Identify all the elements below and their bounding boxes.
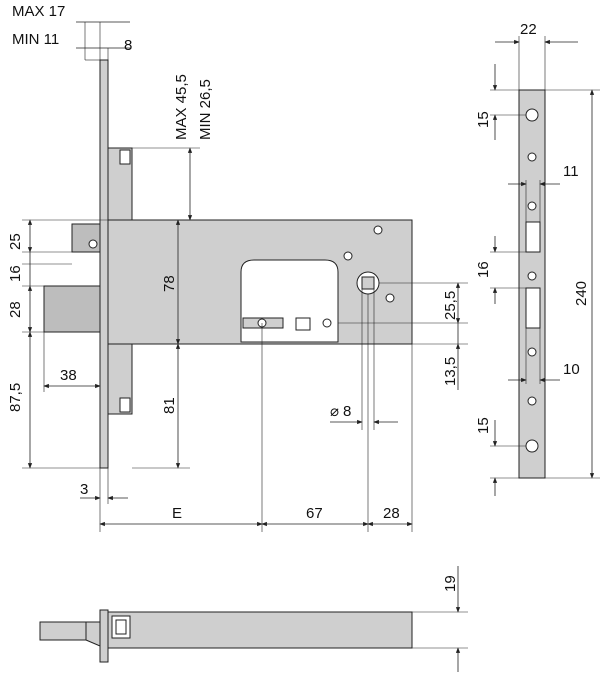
cylinder-recess: [240, 259, 339, 343]
strike-hole-2: [527, 201, 537, 211]
label-min-door: MIN 26,5: [197, 79, 214, 140]
label-strike-hole-bottom: 15: [475, 417, 492, 434]
strike-plate: [518, 89, 546, 479]
strike-hole-1: [527, 152, 537, 162]
strike-labels: 22 11 10 240 15 16 15: [475, 21, 590, 434]
strike-dimensions: [490, 36, 600, 496]
top-view-body: [107, 611, 413, 649]
label-faceplate-gap: 8: [124, 37, 132, 54]
lock-front-view: [43, 59, 413, 469]
label-lower-offset: 87,5: [7, 383, 24, 412]
cam-slot: [295, 317, 311, 331]
label-max-backset: MAX 17: [12, 3, 65, 20]
label-body-upper: 78: [161, 275, 178, 292]
screw-hole-top: [343, 251, 353, 261]
dead-bolt: [43, 285, 101, 333]
label-upper-latch: 25: [7, 233, 24, 250]
diameter-symbol: ⌀: [330, 403, 339, 420]
label-case-depth: 19: [442, 575, 459, 592]
label-face-thickness: 3: [80, 481, 88, 498]
label-bolt-height: 28: [7, 301, 24, 318]
strike-bolt-slot: [525, 287, 541, 329]
label-strike-height: 240: [573, 281, 590, 306]
label-strike-hole-top: 15: [475, 111, 492, 128]
label-strike-slot-lower: 10: [563, 361, 580, 378]
label-latch-height: 16: [7, 265, 24, 282]
label-bolt-throw: 38: [60, 367, 77, 384]
strike-hole-5: [527, 396, 537, 406]
top-view-hook: [115, 619, 127, 635]
label-strike-width: 22: [520, 21, 537, 38]
top-view-faceplate: [99, 609, 109, 663]
faceplate: [99, 59, 109, 469]
label-body-lower: 81: [161, 397, 178, 414]
label-cylinder-to-edge: 28: [383, 505, 400, 522]
cam-stop: [322, 318, 332, 328]
label-cyl-offset-b: 13,5: [442, 357, 459, 386]
lock-top-view: [39, 609, 413, 663]
main-labels: MAX 17 MIN 11 8 MAX 45,5 MIN 26,5 25 16 …: [7, 3, 459, 522]
strike-hole-3: [527, 271, 537, 281]
label-center-distance: 67: [306, 505, 323, 522]
screw-hole-corner: [373, 225, 383, 235]
label-min-backset: MIN 11: [12, 31, 59, 48]
latch-pin-hole: [88, 239, 98, 249]
latch-bolt: [71, 223, 101, 253]
upper-latch-hook: [119, 149, 131, 165]
label-backset: E: [172, 505, 182, 522]
strike-screw-bottom: [525, 439, 539, 453]
label-max-door: MAX 45,5: [173, 74, 190, 140]
screw-hole-right: [385, 293, 395, 303]
strike-latch-slot: [525, 221, 541, 253]
top-view-dimensions: 19: [412, 566, 468, 672]
spindle-square: [361, 276, 375, 290]
strike-plate-view: [518, 89, 546, 479]
strike-screw-top: [525, 108, 539, 122]
main-dimensions: [22, 21, 468, 532]
top-view-latch: [85, 621, 101, 647]
label-cyl-offset-a: 25,5: [442, 291, 459, 320]
strike-hole-4: [527, 347, 537, 357]
label-strike-slot-upper: 11: [563, 163, 579, 180]
lower-latch-hook: [119, 397, 131, 413]
label-pin-diameter: 8: [343, 403, 351, 420]
label-strike-latch: 16: [475, 261, 492, 278]
